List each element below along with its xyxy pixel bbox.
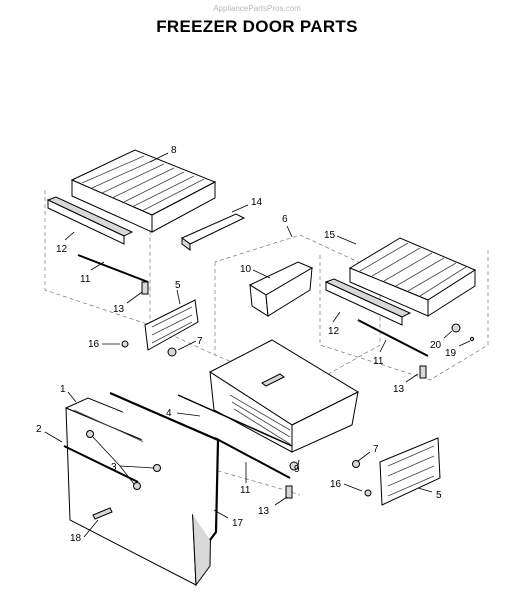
- callout-11-upper: 11: [80, 274, 91, 285]
- callout-8: 8: [171, 145, 177, 156]
- part-12-trim-right: [324, 278, 412, 326]
- callout-7-right: 7: [373, 444, 379, 455]
- part-13-roller-upper: [141, 281, 149, 295]
- callout-19: 19: [445, 348, 457, 359]
- watermark: AppliancePartsPros.com: [213, 4, 301, 13]
- part-13-roller-right: [419, 365, 427, 379]
- callout-1: 1: [60, 384, 66, 395]
- callout-6: 6: [282, 214, 288, 225]
- callout-5-upper: 5: [175, 280, 181, 291]
- part-16-screw-left: [121, 340, 129, 348]
- part-3-screw-c: [133, 482, 141, 490]
- callout-14: 14: [251, 197, 263, 208]
- part-17-gasket: [109, 391, 220, 541]
- part-3-screw-b: [153, 464, 161, 472]
- callout-2: 2: [36, 424, 42, 435]
- callout-16-right: 16: [330, 479, 342, 490]
- callout-10: 10: [240, 264, 252, 275]
- part-6-lower-basket: [209, 339, 360, 453]
- part-16-screw-right: [364, 489, 372, 497]
- part-3-screw-a: [86, 430, 94, 438]
- part-11-rod-right: [357, 319, 429, 357]
- callout-16-left: 16: [88, 339, 100, 350]
- part-12-trim-left: [46, 196, 134, 245]
- part-10-bin: [248, 261, 314, 317]
- part-19-clip: [469, 336, 475, 342]
- part-2-handle: [63, 445, 139, 483]
- leader-lines: [44, 152, 471, 538]
- part-5-slide-rail-right: [379, 437, 441, 506]
- part-5-slide-rail-left: [144, 299, 199, 351]
- part-13-roller-lower: [285, 485, 293, 499]
- part-14-bracket: [181, 213, 246, 251]
- callout-13-lower: 13: [258, 506, 270, 517]
- part-7-bolt-left: [167, 347, 177, 357]
- part-7-bolt-right: [352, 460, 360, 468]
- callout-4: 4: [166, 408, 172, 419]
- callout-11-right: 11: [373, 356, 384, 367]
- callout-12-right: 12: [328, 326, 340, 337]
- callout-5-right: 5: [436, 490, 442, 501]
- page-title: FREEZER DOOR PARTS: [156, 17, 358, 36]
- callout-12-upper: 12: [56, 244, 68, 255]
- callout-13-right: 13: [393, 384, 405, 395]
- callout-15: 15: [324, 230, 336, 241]
- part-11-rod-upper: [77, 254, 149, 283]
- part-8-upper-basket: [70, 149, 217, 233]
- part-18-badge: [92, 507, 113, 520]
- part-20-grommet: [451, 323, 461, 333]
- callout-18: 18: [70, 533, 82, 544]
- part-15-right-basket: [348, 237, 477, 317]
- callout-7-left: 7: [197, 336, 203, 347]
- callout-20: 20: [430, 340, 442, 351]
- callout-13-upper: 13: [113, 304, 125, 315]
- callout-9: 9: [294, 464, 300, 475]
- callout-3: 3: [111, 462, 117, 473]
- callout-labels: 8 14 6 10 15 12 11 13 5 16 7 12 11 20 19…: [36, 145, 457, 544]
- callout-17: 17: [232, 518, 244, 529]
- part-11-rod-lower: [214, 437, 291, 479]
- callout-11-lower: 11: [240, 485, 251, 496]
- part-4-divider: [177, 394, 293, 447]
